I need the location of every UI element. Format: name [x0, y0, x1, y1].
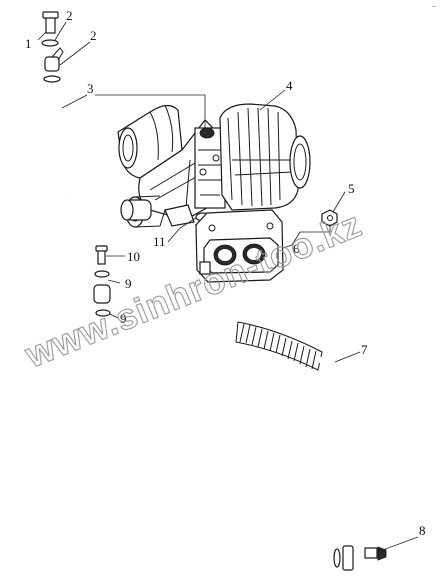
mounting-bracket: [164, 204, 195, 227]
fitting-washer: [333, 548, 341, 568]
hex-nut: [321, 209, 338, 227]
drain-bracket: [199, 261, 211, 275]
sealing-washer-top: [41, 39, 59, 47]
oil-inlet-port: [199, 127, 215, 139]
fitting-bolt-head: [377, 546, 387, 561]
callout-5: 5: [348, 181, 355, 196]
oil-feed-pipe: [51, 86, 98, 261]
oil-feed-pipe-assembly: [41, 11, 111, 317]
callout-7: 7: [361, 342, 368, 357]
flexible-bellows: [235, 321, 323, 371]
leader-lines: [37, 21, 419, 552]
lower-banjo-fitting: [93, 284, 111, 304]
sealing-washer-bottom: [43, 75, 61, 83]
callout-6: 6: [293, 241, 300, 256]
callout-4: 4: [286, 78, 293, 93]
callout-11: 11: [153, 234, 166, 249]
lower-washer-a: [94, 270, 110, 278]
callout-9-lower: 9: [120, 311, 127, 326]
banjo-fitting-neck: [51, 47, 64, 61]
turbine-outlet: [289, 135, 311, 189]
callout-2-top: 2: [66, 8, 73, 23]
turbocharger: [117, 103, 311, 228]
callout-10: 10: [127, 249, 140, 264]
banjo-fitting: [44, 56, 60, 72]
exhaust-drain-pipe-assembly: [199, 261, 387, 571]
callout-2-lower: 2: [90, 28, 97, 43]
fitting-nut: [364, 547, 378, 559]
lower-washer-b: [95, 309, 111, 317]
watermark-text: www.sinhron-too.kz: [19, 203, 368, 376]
callout-8: 8: [419, 523, 426, 538]
callout-labels: 1 2 2 3 4 5 6 7 8 9 9 10 11: [25, 8, 426, 538]
banjo-bolt-head: [42, 11, 59, 19]
lower-banjo-bolt: [97, 249, 106, 265]
callout-1: 1: [25, 36, 32, 51]
turbine-flange-assembly: [195, 209, 338, 283]
compressor-inlet-opening: [118, 127, 138, 169]
pipe-end-fitting: [342, 545, 354, 571]
corner-mark: ~: [432, 4, 436, 11]
callout-3: 3: [87, 81, 94, 96]
callout-9-upper: 9: [125, 276, 132, 291]
lower-banjo-bolt-head: [95, 245, 108, 252]
